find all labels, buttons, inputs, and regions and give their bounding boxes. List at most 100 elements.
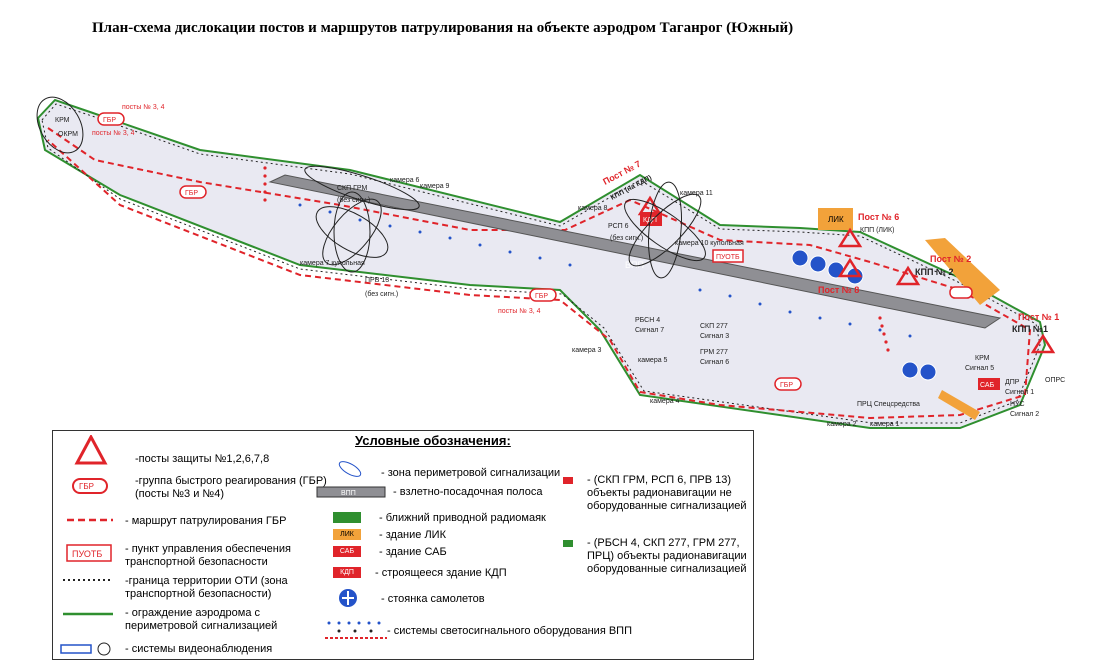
- gbr-label-2: ГБР: [185, 190, 198, 197]
- legend-beacon: - ближний приводной радиомаяк: [379, 512, 546, 524]
- perimeter-zone-icon: [338, 461, 362, 477]
- oti-boundary: [41, 103, 1041, 424]
- gbr-markers: [97, 112, 973, 391]
- vpp-swatch-label: ВПП: [341, 490, 356, 497]
- legend-kdp: - строящееся здание КДП: [375, 567, 507, 579]
- gbr-label-1: ГБР: [103, 117, 116, 124]
- puotb-icon: ПУОТБ: [66, 544, 112, 562]
- label-krm-right: КРМ: [975, 355, 990, 362]
- label-signal3: Сигнал 3: [700, 333, 729, 340]
- label-post6: Пост № 6: [858, 212, 899, 222]
- label-post2: Пост № 2: [930, 254, 971, 264]
- legend-lik: - здание ЛИК: [379, 529, 446, 541]
- label-skp-grm: СКП ГРМ: [337, 185, 367, 192]
- label-skp277: СКП 277: [700, 323, 728, 330]
- label-dpr: ДПР: [1005, 379, 1020, 386]
- airfield-territory: [36, 98, 1047, 429]
- fence-line-icon: [63, 612, 113, 616]
- label-camera8: камера 8: [578, 205, 608, 212]
- label-post8: Пост № 8: [818, 285, 859, 295]
- sab-swatch: САБ: [333, 546, 361, 557]
- legend-runway: - взлетно-посадочная полоса: [393, 486, 543, 498]
- approach-lights: [263, 166, 890, 352]
- legend-oti: -граница территории ОТИ (зона транспортн…: [125, 575, 288, 600]
- label-krm-left: КРМ: [55, 117, 70, 124]
- label-camera7: камера 7 купольная: [300, 260, 365, 267]
- legend-video: - системы видеонаблюдения: [125, 643, 273, 655]
- legend-perim: - зона периметровой сигнализации: [381, 467, 561, 479]
- label-posts34-bottom: посты № 3, 4: [498, 308, 541, 315]
- legend: Условные обозначения: -посты защиты №1,2…: [52, 430, 754, 660]
- runway-swatch: ВПП: [316, 486, 386, 498]
- label-signal7: Сигнал 7: [635, 327, 664, 334]
- puotb-swatch-label: ПУОТБ: [72, 549, 102, 559]
- label-camera4: камера 4: [650, 398, 680, 405]
- legend-lights: - системы светосигнального оборудования …: [387, 625, 632, 637]
- label-kpp2: КПП № 2: [915, 267, 953, 277]
- legend-posts: -посты защиты №1,2,6,7,8: [135, 453, 270, 465]
- lik-building-2: [925, 238, 1000, 305]
- legend-gbr: -группа быстрого реагирования (ГБР) (пос…: [135, 475, 327, 500]
- label-camera6: камера 6: [390, 177, 420, 184]
- gbr-icon: ГБР: [72, 478, 108, 494]
- runway-lights: [298, 203, 912, 338]
- label-camera1: камера 1: [870, 421, 900, 428]
- sab-area: [938, 390, 980, 420]
- label-signal1: Сигнал 1: [1005, 389, 1034, 396]
- label-prc: ПРЦ Спецсредства: [857, 401, 920, 408]
- label-signal5: Сигнал 5: [965, 365, 994, 372]
- kdp-swatch: КДП: [333, 567, 361, 578]
- lik-label: ЛИК: [828, 215, 844, 224]
- label-prv13: ПРВ 13: [365, 277, 389, 284]
- puotb-marker: [712, 249, 744, 263]
- label-camera2: камера 2: [827, 421, 857, 428]
- label-rsp6: РСП 6: [608, 223, 629, 230]
- post-triangle-icon: [74, 435, 108, 465]
- airfield-map: ВПП ЛИК КДП САБ ГБР ГБР ГБР ГБР: [36, 96, 1065, 429]
- label-rbsn4: РБСН 4: [635, 317, 660, 324]
- legend-green-nav: - (РБСН 4, СКП 277, ГРМ 277, ПРЦ) объект…: [587, 537, 747, 575]
- label-camera10: камера 10 купольная: [675, 240, 744, 247]
- label-oprs: ОПРС: [1045, 377, 1065, 384]
- legend-parking: - стоянка самолетов: [381, 593, 485, 605]
- map-title: План-схема дислокации постов и маршрутов…: [92, 20, 794, 36]
- label-okrm: ОКРМ: [58, 131, 78, 138]
- label-posts34-top: посты № 3, 4: [122, 104, 165, 111]
- label-grm277: ГРМ 277: [700, 349, 728, 356]
- lik-swatch: ЛИК: [333, 529, 361, 540]
- runway: [268, 174, 1002, 329]
- label-nus: НУС: [1010, 401, 1025, 408]
- label-camera5: камера 5: [638, 357, 668, 364]
- beacon-swatch: [333, 512, 361, 523]
- label-signal6: Сигнал 6: [700, 359, 729, 366]
- aircraft-parking-icon: [339, 589, 357, 607]
- legend-sab: - здание САБ: [379, 546, 447, 558]
- label-bez-sign1: (без сигн.): [337, 196, 370, 204]
- legend-fence: - ограждение аэродрома с периметровой си…: [125, 607, 278, 632]
- label-kpp-lik: КПП (ЛИК): [860, 227, 894, 234]
- patrol-route: [47, 127, 1032, 420]
- legend-puotb: - пункт управления обеспечения транспорт…: [125, 543, 291, 568]
- gbr-label-3: ГБР: [535, 293, 548, 300]
- camera-icon: [60, 642, 111, 656]
- sab-label: САБ: [980, 382, 995, 389]
- label-kpp1: КПП №1: [1012, 324, 1048, 334]
- label-signal2: Сигнал 2: [1010, 411, 1039, 418]
- label-camera11: камера 11: [680, 190, 713, 197]
- label-post1: Пост № 1: [1018, 312, 1059, 322]
- sab-building: [978, 378, 1000, 390]
- route-line-icon: [67, 518, 113, 522]
- label-bez-sign2: (без сигн.): [365, 290, 398, 298]
- camera-zones: [36, 96, 706, 279]
- green-nav-swatch: [563, 540, 573, 547]
- lights-icon: [325, 621, 387, 639]
- red-nav-swatch: [563, 477, 573, 484]
- oti-line-icon: [63, 579, 113, 581]
- label-bez-sign3: (без сигн.): [610, 234, 643, 242]
- label-posts34-top2: посты № 3, 4: [92, 130, 135, 137]
- label-camera9: камера 9: [420, 183, 450, 190]
- gbr-swatch-label: ГБР: [79, 482, 94, 491]
- legend-title: Условные обозначения:: [355, 433, 511, 448]
- label-camera3: камера 3: [572, 347, 602, 354]
- puotb-label: ПУОТБ: [716, 254, 740, 261]
